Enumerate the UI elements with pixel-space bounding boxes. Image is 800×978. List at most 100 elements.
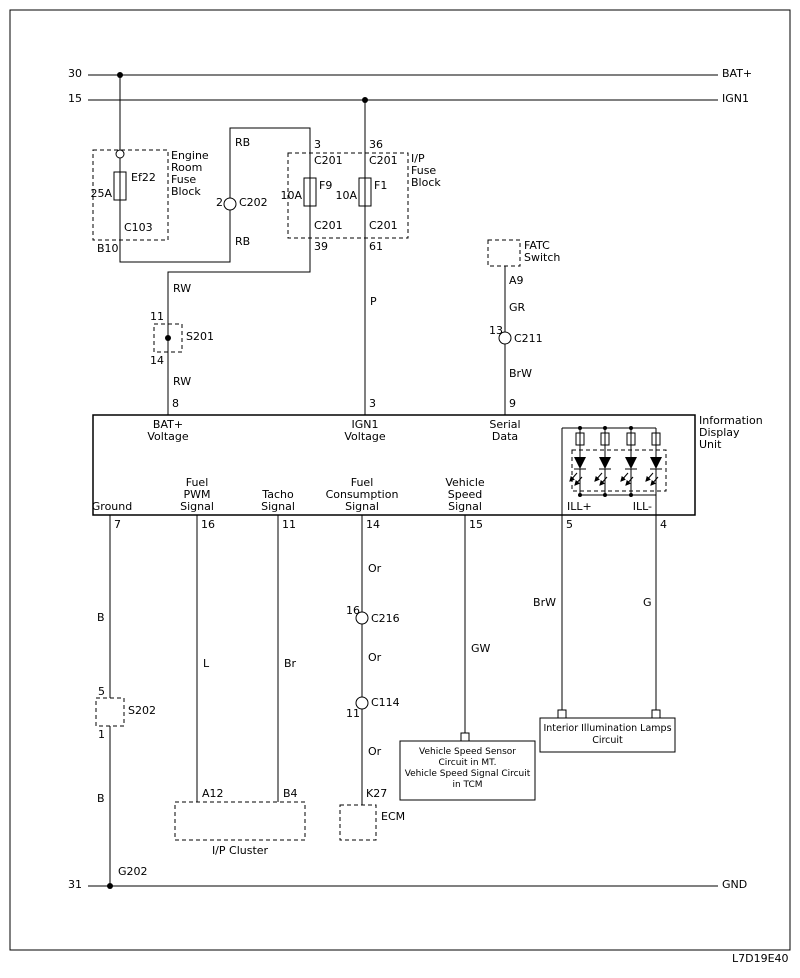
splice-s201-pin-top: 11 — [150, 310, 164, 323]
wire-or-2-label: Or — [368, 651, 382, 664]
splice-s201-label: S201 — [186, 330, 214, 343]
fuse-f9-conn-top: C201 — [314, 154, 343, 167]
power-rails — [88, 74, 718, 887]
idu-pin-5: 5 — [566, 518, 573, 531]
ground-point-label: G202 — [118, 865, 148, 878]
connector-c216-icon — [355, 611, 369, 625]
idu-pin-4: 4 — [660, 518, 667, 531]
wire-rb-lower-label: RB — [235, 235, 251, 248]
wire-rw-lower-label: RW — [173, 375, 192, 388]
fuse-f9-pin-top: 3 — [314, 138, 321, 151]
wires — [109, 75, 657, 886]
information-display-unit-box — [92, 414, 696, 516]
idu-label-ill-minus: ILL- — [632, 500, 652, 513]
ill-minus-terminal-icon — [651, 709, 661, 719]
wire-brw-lower-label: BrW — [533, 596, 556, 609]
connector-c202-pin: 2 — [216, 196, 223, 209]
bat-rail-label: BAT+ — [722, 67, 753, 80]
wire-b-upper-label: B — [97, 611, 105, 624]
pin-a12-label: A12 — [202, 787, 224, 800]
ign-rail-pin: 15 — [68, 92, 82, 105]
fuse-ef22-label: Ef22 — [131, 171, 156, 184]
connector-c202-label: C202 — [239, 196, 268, 209]
fuse-f9-label: F9 — [319, 179, 333, 192]
pin-b4-label: B4 — [283, 787, 298, 800]
wire-l-label: L — [203, 657, 210, 670]
idu-pin-7: 7 — [114, 518, 121, 531]
wire-gr-label: GR — [509, 301, 526, 314]
connector-c216-pin: 16 — [346, 604, 360, 617]
connector-c114-label: C114 — [371, 696, 400, 709]
splice-s202-box — [95, 697, 125, 727]
vss-circuit-title: Vehicle Speed Sensor Circuit in MT. Vehi… — [404, 747, 531, 790]
fuse-f1-rating: 10A — [335, 189, 357, 202]
fatc-switch-box — [487, 239, 521, 267]
wire-rw-upper-label: RW — [173, 282, 192, 295]
fuse-f1-pin-bottom: 61 — [369, 240, 383, 253]
idu-pin-3: 3 — [369, 397, 376, 410]
connector-c216-label: C216 — [371, 612, 400, 625]
idu-pin-9: 9 — [509, 397, 516, 410]
wire-brw-upper-label: BrW — [509, 367, 532, 380]
fuse-f9-pin-bottom: 39 — [314, 240, 328, 253]
wire-or-3-label: Or — [368, 745, 382, 758]
ip-fuse-block-box — [287, 152, 409, 239]
connector-c211-icon — [498, 331, 512, 345]
page-border — [9, 9, 791, 951]
ecm-box — [339, 804, 377, 841]
idu-pin-16: 16 — [201, 518, 215, 531]
idu-title: Information Display Unit — [699, 414, 763, 451]
wire-gw-label: GW — [471, 642, 491, 655]
vss-circuit-box — [399, 740, 536, 801]
connector-c211-label: C211 — [514, 332, 543, 345]
connector-c114-icon — [355, 696, 369, 710]
fuse-ef22-rating: 25A — [90, 187, 112, 200]
connector-c202-icon — [223, 197, 237, 211]
engine-block-terminal-icon — [115, 149, 125, 159]
led-array-box — [571, 449, 667, 492]
junction-dots — [107, 72, 368, 889]
fuse-f1-conn-top: C201 — [369, 154, 398, 167]
gnd-rail-label: GND — [722, 878, 748, 891]
idu-label-tacho: Tacho Signal — [261, 488, 295, 513]
wire-g-label: G — [643, 596, 652, 609]
fuse-symbols — [113, 171, 372, 207]
ip-cluster-title: I/P Cluster — [211, 844, 269, 857]
idu-label-fuel-consumption: Fuel Consumption Signal — [325, 476, 399, 513]
connector-c211-pin: 13 — [489, 324, 503, 337]
splice-s202-label: S202 — [128, 704, 156, 717]
ill-circuit-box — [539, 717, 676, 753]
splice-s202-pin-bottom: 1 — [98, 728, 105, 741]
idu-label-fuel-pwm: Fuel PWM Signal — [180, 476, 214, 513]
destination-boxes — [399, 717, 676, 801]
document-code: L7D19E40 — [732, 952, 789, 965]
idu-label-ground: Ground — [91, 500, 133, 513]
idu-label-serial-data: Serial Data — [489, 418, 521, 443]
pin-b10-label: B10 — [97, 242, 119, 255]
ecm-title: ECM — [381, 810, 406, 823]
gnd-rail-pin: 31 — [68, 878, 82, 891]
dashed-blocks — [92, 149, 667, 841]
led-array — [562, 426, 662, 497]
splice-s201-box — [153, 323, 183, 353]
idu-label-ill-plus: ILL+ — [567, 500, 592, 513]
wire-br-label: Br — [284, 657, 297, 670]
ill-plus-terminal-icon — [557, 709, 567, 719]
splice-s201-pin-bottom: 14 — [150, 354, 164, 367]
fuse-f1-conn-bottom: C201 — [369, 219, 398, 232]
connector-c103-label: C103 — [124, 221, 153, 234]
idu-pin-11: 11 — [282, 518, 296, 531]
idu-pin-8: 8 — [172, 397, 179, 410]
idu-pin-14: 14 — [366, 518, 380, 531]
wire-or-1-label: Or — [368, 562, 382, 575]
fuse-f1-pin-top: 36 — [369, 138, 383, 151]
ip-fuse-block-title: I/P Fuse Block — [411, 152, 441, 189]
vss-terminal-icon — [460, 732, 470, 742]
bat-rail-pin: 30 — [68, 67, 82, 80]
ill-circuit-title: Interior Illumination Lamps Circuit — [543, 723, 672, 746]
idu-pin-15: 15 — [469, 518, 483, 531]
ip-cluster-box — [174, 801, 306, 841]
idu-label-ign1-voltage: IGN1 Voltage — [344, 418, 386, 443]
